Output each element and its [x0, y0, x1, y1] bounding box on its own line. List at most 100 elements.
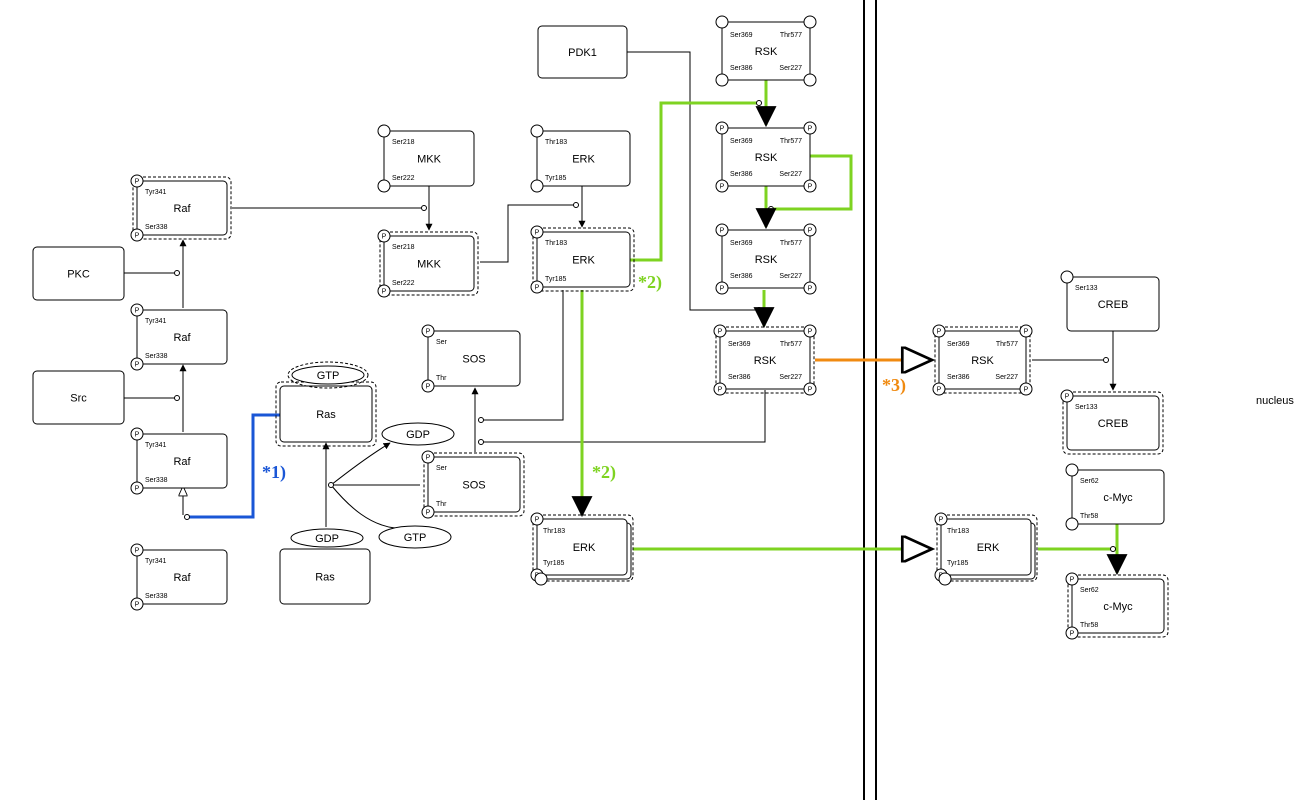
phospho-label: P	[808, 329, 813, 336]
modifier-dot	[174, 395, 180, 401]
rsk2-label: RSK	[755, 152, 778, 164]
phospho-label: P	[718, 329, 723, 336]
phospho-site-marker	[715, 223, 729, 237]
phospho-site-marker	[803, 179, 817, 193]
phospho-site-marker	[130, 597, 144, 611]
edge-erk-catalysis-sos	[481, 290, 564, 421]
phospho-site-marker	[932, 324, 946, 338]
phospho-label: P	[720, 126, 725, 133]
phospho-label: P	[382, 234, 387, 241]
rsk4-label: RSK	[754, 355, 777, 367]
node-erk-dimer[interactable]: ERKPPThr183Tyr185	[530, 512, 634, 586]
site-label: Ser218	[392, 244, 415, 251]
phospho-site-marker	[803, 324, 817, 338]
node-pkc[interactable]: PKC	[32, 246, 125, 301]
phospho-label: P	[939, 517, 944, 524]
raf_top-label: Raf	[173, 203, 191, 215]
phospho-site-marker	[715, 73, 729, 87]
site-label: Thr	[436, 501, 447, 508]
site-label: Ser369	[730, 138, 753, 145]
raf_mid-label: Raf	[173, 332, 191, 344]
site-label: Ser227	[995, 374, 1018, 381]
phospho-label: P	[426, 384, 431, 391]
bound-nucleotide: GTP	[317, 370, 340, 382]
phospho-label: P	[426, 329, 431, 336]
site-label: Ser218	[392, 139, 415, 146]
phospho-site-marker	[1019, 382, 1033, 396]
phospho-site-marker	[803, 281, 817, 295]
node-erk-nuclear[interactable]: ERKPPThr183Tyr185	[934, 512, 1038, 586]
site-label: Ser338	[145, 224, 168, 231]
phospho-label: P	[135, 432, 140, 439]
phospho-label: P	[720, 184, 725, 191]
pdk1-label: PDK1	[568, 47, 597, 59]
phospho-label: P	[808, 387, 813, 394]
phospho-site-marker	[130, 543, 144, 557]
annotation-note-3: *3)	[882, 375, 906, 396]
phospho-label: P	[135, 308, 140, 315]
phospho-site-marker	[530, 124, 544, 138]
site-label: Tyr341	[145, 442, 167, 449]
phospho-label: P	[1024, 329, 1029, 336]
node-src[interactable]: Src	[32, 370, 125, 425]
node-gtp-free[interactable]: GTP	[378, 525, 452, 549]
nuclear-membrane	[863, 0, 877, 800]
modifier-dot	[573, 202, 579, 208]
phospho-site-marker	[934, 512, 948, 526]
phospho-site-marker	[130, 303, 144, 317]
erk_nuclear-label: ERK	[977, 542, 1000, 554]
phospho-site-marker	[713, 324, 727, 338]
phospho-site-marker	[421, 450, 435, 464]
edge-green-rsk2-autophos	[773, 154, 853, 211]
phospho-site-marker	[1065, 572, 1079, 586]
rsk_nuclear-label: RSK	[971, 355, 994, 367]
rsk3-label: RSK	[755, 254, 778, 266]
phospho-site-marker	[130, 357, 144, 371]
phospho-site-marker	[803, 223, 817, 237]
site-label: Tyr185	[947, 560, 969, 567]
node-pdk1[interactable]: PDK1	[537, 25, 628, 79]
site-label: Thr	[436, 375, 447, 382]
phospho-label: P	[720, 286, 725, 293]
site-label: Thr183	[947, 528, 969, 535]
phospho-site-marker	[1065, 463, 1079, 477]
edge-blue-ras-activates-raf	[187, 413, 280, 519]
node-gdp-free[interactable]: GDP	[381, 422, 455, 446]
creb-label: CREB	[1098, 299, 1129, 311]
site-label: Thr577	[780, 240, 802, 247]
phospho-label: P	[135, 179, 140, 186]
phospho-label: P	[382, 289, 387, 296]
phospho-site-marker	[1065, 626, 1079, 640]
creb_active-label: CREB	[1098, 418, 1129, 430]
site-label: Ser62	[1080, 587, 1099, 594]
phospho-site-marker	[421, 379, 435, 393]
bound-nucleotide: GDP	[315, 533, 339, 545]
site-label: Ser62	[1080, 478, 1099, 485]
cmyc-label: c-Myc	[1103, 492, 1133, 504]
site-label: Tyr185	[545, 175, 567, 182]
phospho-site-marker	[377, 179, 391, 193]
site-label: Tyr341	[145, 189, 167, 196]
phospho-label: P	[1070, 631, 1075, 638]
